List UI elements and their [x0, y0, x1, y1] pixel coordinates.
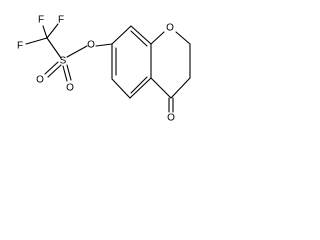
bond-f1-c — [42, 25, 48, 39]
bond-oring-c2 — [175, 31, 191, 45]
atom-o-ring: O — [166, 23, 174, 34]
chemical-structure: F F F S O O O O O — [17, 15, 191, 124]
bond-s-o2-b — [66, 64, 72, 81]
bond-c8a-oring — [150, 31, 165, 45]
bond-s-o2-a — [62, 65, 68, 82]
bond-c-s — [46, 37, 62, 59]
atom-o-sulfonyl-1: O — [36, 75, 44, 86]
bond-c5-c4a — [129, 77, 152, 99]
atom-f3: F — [58, 15, 64, 26]
bond-c5-c4a-inner — [130, 76, 148, 94]
atom-f2: F — [17, 41, 23, 52]
bond-c6-c5 — [111, 78, 131, 99]
bond-c8-c7 — [111, 25, 132, 45]
atom-labels: F F F S O O O O O — [17, 15, 175, 124]
atom-o-ketone: O — [167, 113, 175, 124]
bond-olink-c7 — [95, 43, 113, 47]
atom-o-ester: O — [87, 40, 95, 51]
bond-c4-c4a — [150, 77, 172, 99]
bonds — [25, 23, 191, 113]
bond-f3-c — [46, 23, 59, 39]
bond-c3-c4 — [170, 77, 191, 99]
atom-o-sulfonyl-2: O — [66, 83, 74, 94]
bond-s-o1-b — [47, 64, 62, 78]
bond-c8a-c8-inner — [130, 30, 148, 47]
atom-f1: F — [38, 15, 44, 26]
bond-s-o1-a — [44, 61, 59, 75]
bond-s-olink — [66, 45, 88, 58]
bond-c8a-c8 — [130, 25, 152, 45]
atom-s: S — [60, 56, 67, 67]
bond-f2-c — [25, 37, 48, 45]
